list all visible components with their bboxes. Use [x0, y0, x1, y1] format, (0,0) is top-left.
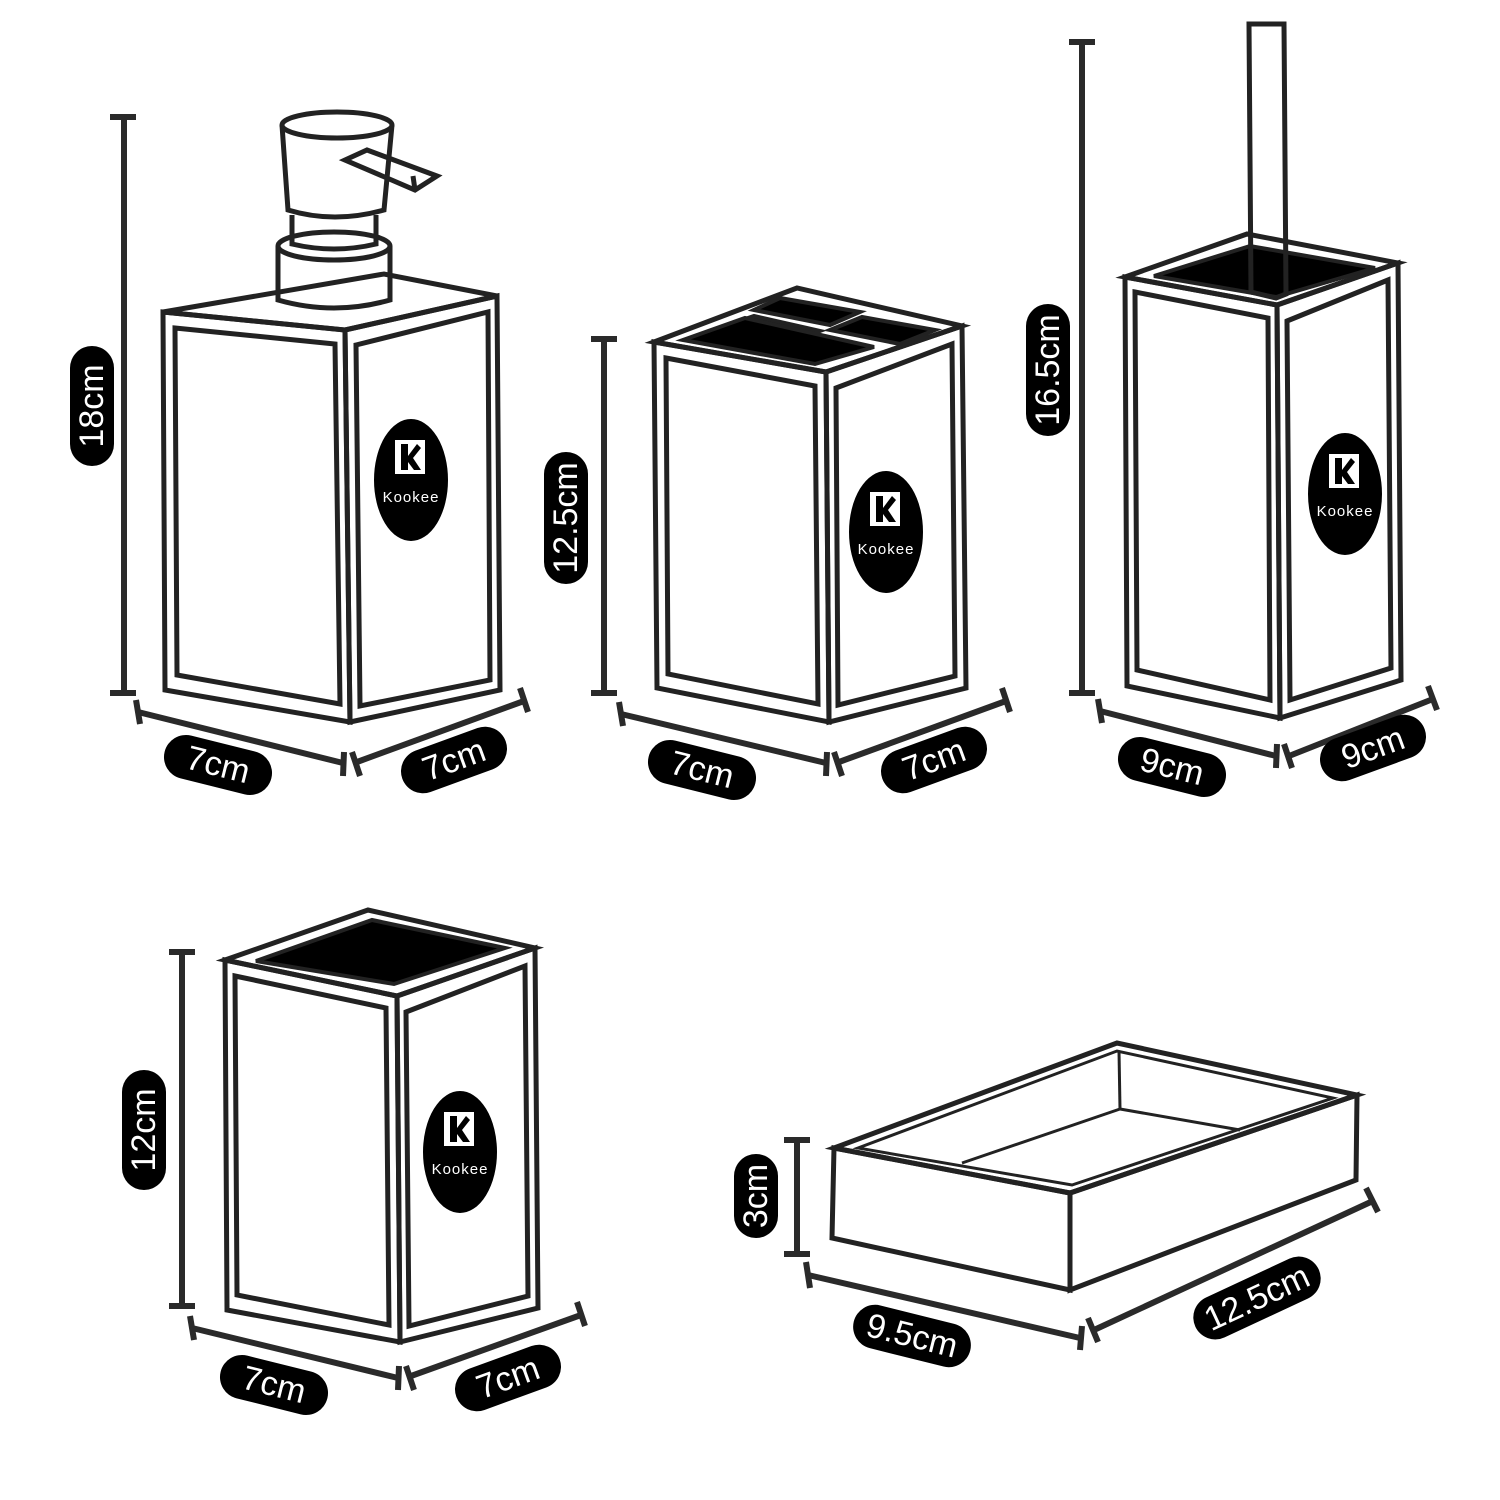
soap-dispenser [160, 109, 503, 726]
svg-text:Kookee: Kookee [858, 541, 915, 558]
dimension-height-18cm: 18cm [70, 114, 136, 696]
dimension-height-3cm: 3cm [734, 1137, 810, 1257]
svg-text:12cm: 12cm [125, 1088, 163, 1171]
dimension-width-7cm: 7cm [133, 699, 347, 795]
toothbrush-holder [644, 285, 972, 726]
dimension-depth-9cm: 9cm [1281, 684, 1440, 782]
dimension-width-7cm: 7cm [187, 1315, 402, 1415]
svg-text:18cm: 18cm [73, 364, 111, 447]
dimension-width-9-5cm: 9.5cm [803, 1261, 1085, 1368]
kookee-logo-icon: Kookee [372, 417, 450, 543]
svg-text:3cm: 3cm [737, 1164, 775, 1228]
svg-text:Kookee: Kookee [383, 489, 440, 506]
toilet-brush-holder [1115, 21, 1408, 722]
svg-text:12.5cm: 12.5cm [547, 462, 585, 574]
dimension-width-9cm: 9cm [1095, 698, 1280, 797]
kookee-logo-icon: Kookee [421, 1089, 499, 1215]
tumbler [215, 907, 545, 1346]
soap-dish [824, 1040, 1367, 1294]
kookee-logo-icon: Kookee [1306, 431, 1384, 557]
dimension-height-12-5cm: 12.5cm [544, 336, 617, 696]
dimension-height-16-5cm: 16.5cm [1026, 39, 1095, 696]
svg-text:Kookee: Kookee [432, 1161, 489, 1178]
svg-text:7cm: 7cm [182, 739, 254, 791]
svg-text:9cm: 9cm [1136, 741, 1208, 793]
svg-text:7cm: 7cm [471, 1349, 544, 1407]
dimension-depth-7cm: 7cm [831, 687, 1013, 794]
dimension-height-12cm: 12cm [122, 949, 195, 1309]
kookee-logo-icon: Kookee [847, 469, 925, 595]
svg-text:7cm: 7cm [666, 744, 738, 796]
svg-text:7cm: 7cm [238, 1359, 310, 1411]
svg-text:12.5cm: 12.5cm [1198, 1257, 1315, 1339]
svg-text:16.5cm: 16.5cm [1029, 314, 1067, 426]
svg-text:Kookee: Kookee [1317, 503, 1374, 520]
svg-text:7cm: 7cm [417, 731, 490, 789]
svg-text:9cm: 9cm [1336, 719, 1409, 777]
